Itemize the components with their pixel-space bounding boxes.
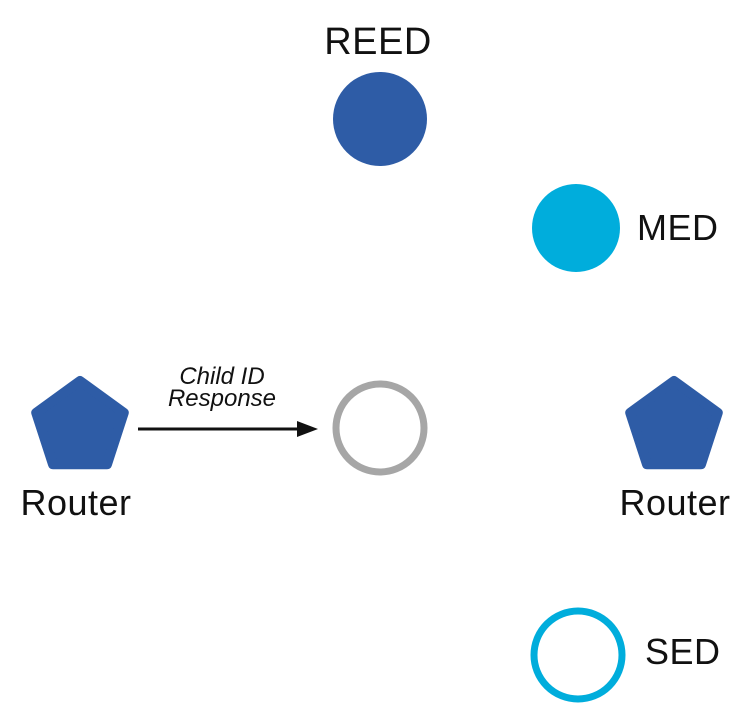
router-left-label: Router — [20, 482, 132, 523]
reed-node-circle — [333, 72, 427, 166]
arrow-label-line1: Child ID — [179, 363, 265, 390]
router-right-label: Router — [619, 482, 731, 523]
joining-node-circle — [332, 380, 428, 476]
med-node-circle — [532, 184, 620, 272]
arrow-head-icon — [297, 421, 318, 437]
child-id-response-arrow — [138, 421, 318, 437]
router-left-pentagon — [31, 376, 129, 470]
med-label: MED — [637, 207, 719, 248]
reed-label: REED — [324, 21, 432, 63]
sed-label: SED — [645, 631, 721, 672]
arrow-label-line2: Response — [167, 385, 277, 412]
arrow-label: Child ID Response — [167, 363, 277, 412]
sed-node-circle — [530, 607, 626, 703]
router-right-pentagon — [625, 376, 723, 470]
